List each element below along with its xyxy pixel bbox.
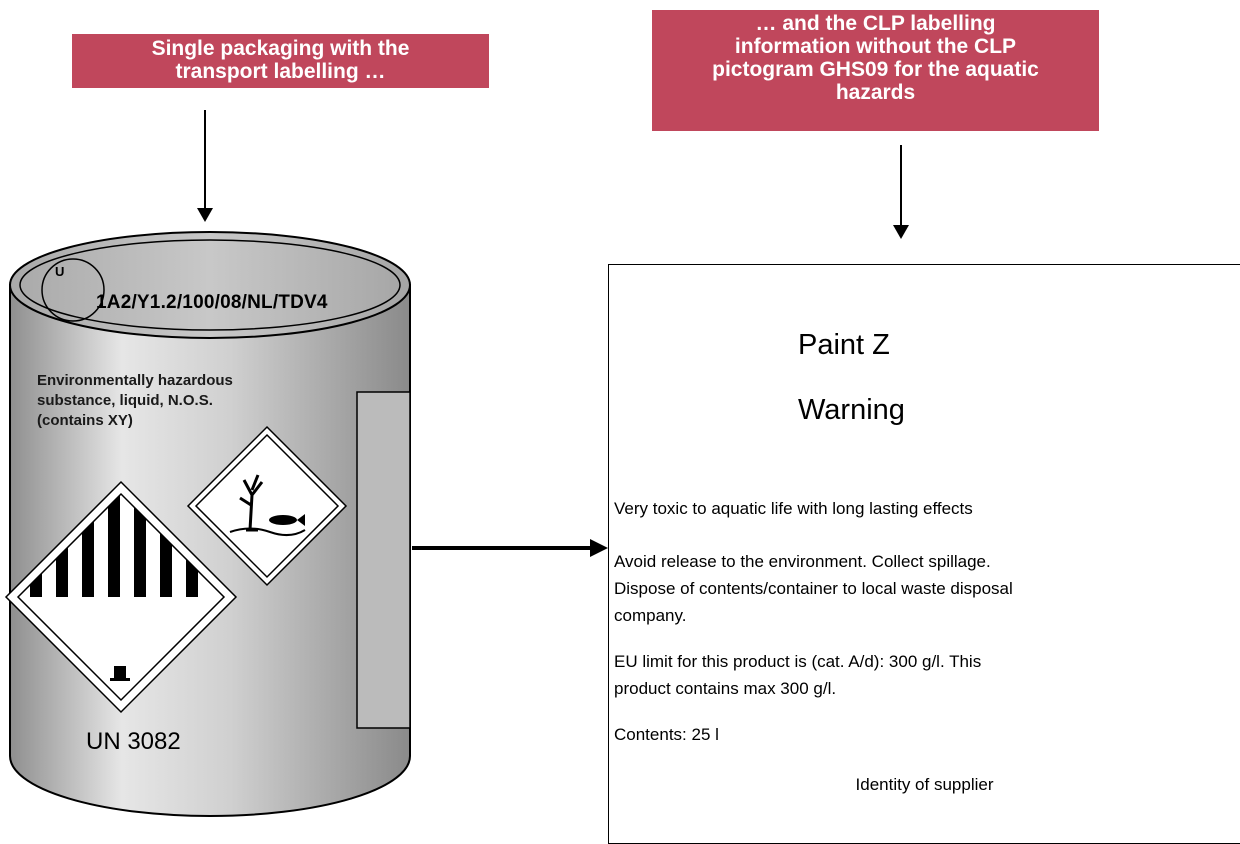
drum-illustration [4,231,411,817]
drum-lid-inner [19,239,401,331]
signal-word: Warning [798,394,905,426]
proper-shipping-name: Environmentally hazardous substance, liq… [37,372,233,429]
drum-side-panel [356,391,411,729]
right-banner: … and the CLP labelling information with… [652,10,1099,131]
supplier-identity: Identity of supplier [855,775,994,794]
hazard-statement: Very toxic to aquatic life with long las… [614,499,973,518]
precautionary-statements: Avoid release to the environment. Collec… [614,552,1013,625]
packaging-marking: 1A2/Y1.2/100/08/NL/TDV4 [96,292,328,313]
class-9-hazard-label-icon [4,480,238,714]
contents-text: Contents: 25 l [614,725,719,744]
un-symbol-letter: U [55,264,65,279]
clp-label-box: Paint Z Warning Very toxic to aquatic li… [608,264,1240,844]
left-banner: Single packaging with the transport labe… [72,34,489,88]
environmentally-hazardous-mark-icon [186,425,348,587]
un-symbol-circle [41,258,105,322]
drum-lid [9,231,411,339]
un-number: UN 3082 [86,728,181,755]
voc-limit-text: EU limit for this product is (cat. A/d):… [614,652,982,698]
product-name: Paint Z [798,329,890,361]
